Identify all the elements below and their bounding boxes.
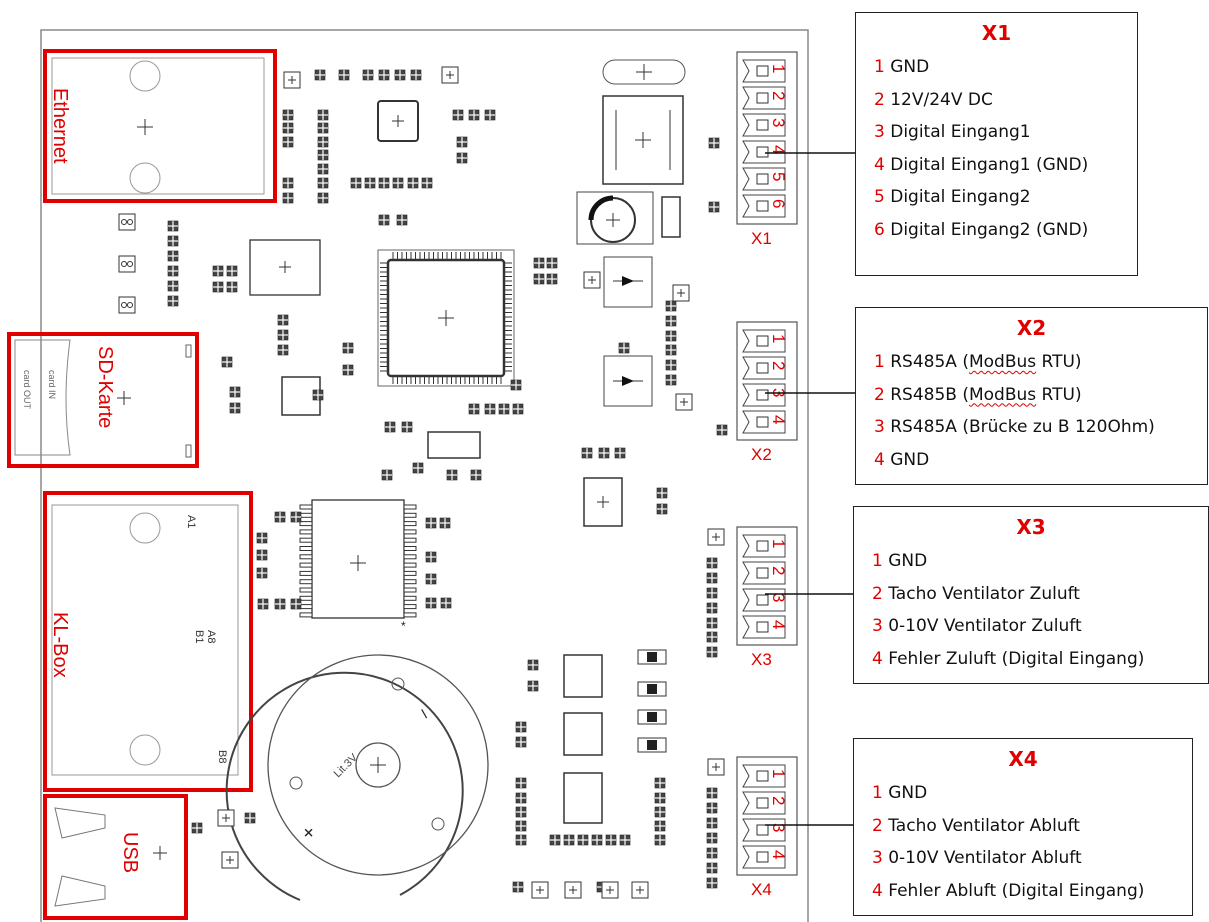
crystal-oscillator [602,59,686,185]
legend-row: 3 0-10V Ventilator Abluft [872,848,1082,868]
a8-label: A8 [205,630,217,643]
legend-row: 2 Tacho Ventilator Abluft [872,815,1080,836]
legend-x1: X1 1 GND 2 12V/24V DC 3 Digital Eingang1… [855,12,1138,276]
connector-label: X2 [751,445,772,464]
connector-pin-number: 4 [769,415,788,424]
legend-row: 4 Digital Eingang1 (GND) [874,154,1089,175]
legend-row: 1 GND [874,57,930,77]
connector-pin-number: 4 [769,620,788,629]
soic-driver-chip [299,499,417,619]
legend-x4-title: X4 [1008,747,1038,771]
b1-label: B1 [193,630,205,643]
connector-pin-number: 3 [769,823,788,832]
card-out-label: card OUT [22,370,32,410]
connector-label: X1 [751,229,772,248]
sd-karte-label: SD-Karte [94,346,116,428]
connector-pin-number: 1 [769,769,788,778]
legend-x4: X4 1 GND 2 Tacho Ventilator Abluft 3 0-1… [853,738,1193,916]
connector-pin-number: 3 [769,593,788,602]
legend-row: 2 12V/24V DC [874,89,993,110]
coin-battery: Lit.3V – + [225,654,489,901]
legend-row: 1 GND [872,783,928,803]
connector-pin-number: 5 [769,172,788,181]
legend-row: 2 Tacho Ventilator Zuluft [872,583,1080,604]
smd-components [118,66,728,899]
ethernet-module: Ethernet [43,49,277,203]
connector-pin-number: 4 [769,850,788,859]
main-mcu-chip [377,249,515,387]
card-in-label: card IN [47,370,57,399]
legend-row: 3 0-10V Ventilator Zuluft [872,616,1082,636]
legend-row: 5 Digital Eingang2 [874,187,1031,207]
legend-row: 6 Digital Eingang2 (GND) [874,219,1089,240]
connector-pin-number: 2 [769,91,788,100]
legend-row: 4 Fehler Zuluft (Digital Eingang) [872,648,1145,669]
usb-label: USB [119,832,141,873]
connector-label: X3 [751,650,772,669]
legend-x1-title: X1 [981,21,1012,45]
ethernet-phy-chip [377,100,419,142]
connector-pin-number: 3 [769,118,788,127]
legend-row: 3 RS485A (Brücke zu B 120Ohm) [874,417,1155,437]
leader-lines [765,152,855,826]
rtc-chip [249,239,321,296]
power-diode [603,196,681,407]
transceiver-chips [281,376,623,824]
legend-x2-title: X2 [1016,316,1047,340]
connector-pin-number: 2 [769,361,788,370]
ethernet-label: Ethernet [49,88,71,164]
connector-pin-number: 1 [769,334,788,343]
kl-box-module: A1 A8 B1 B8 KL-Box [43,491,253,792]
connector-pin-number: 2 [769,566,788,575]
connector-pin-number: 2 [769,796,788,805]
legend-x2: X2 1 RS485A (ModBus RTU) 2 RS485B (ModBu… [855,307,1208,485]
legend-row: 1 RS485A (ModBus RTU) [874,352,1082,372]
legend-row: 2 RS485B (ModBus RTU) [874,384,1082,405]
legend-row: 3 Digital Eingang1 [874,122,1031,142]
usb-module: USB [43,794,188,920]
legend-row: 4 Fehler Abluft (Digital Eingang) [872,880,1145,901]
legend-row: 1 GND [872,551,928,571]
connector-pin-number: 6 [769,199,788,208]
b8-label: B8 [216,750,228,763]
legend-row: 4 GND [874,449,930,470]
connector-pin-number: 1 [769,539,788,548]
connector-pin-number: 4 [769,145,788,154]
kl-box-label: KL-Box [49,612,71,678]
sd-card-module: card IN card OUT SD-Karte [7,332,199,468]
connector-label: X4 [751,880,772,899]
star-mark: * [401,619,406,633]
legend-x3-title: X3 [1016,515,1046,539]
legend-x3: X3 1 GND 2 Tacho Ventilator Zuluft 3 0-1… [853,506,1209,684]
connector-pin-number: 1 [769,64,788,73]
a1-label: A1 [185,515,197,528]
inductor [576,191,654,245]
